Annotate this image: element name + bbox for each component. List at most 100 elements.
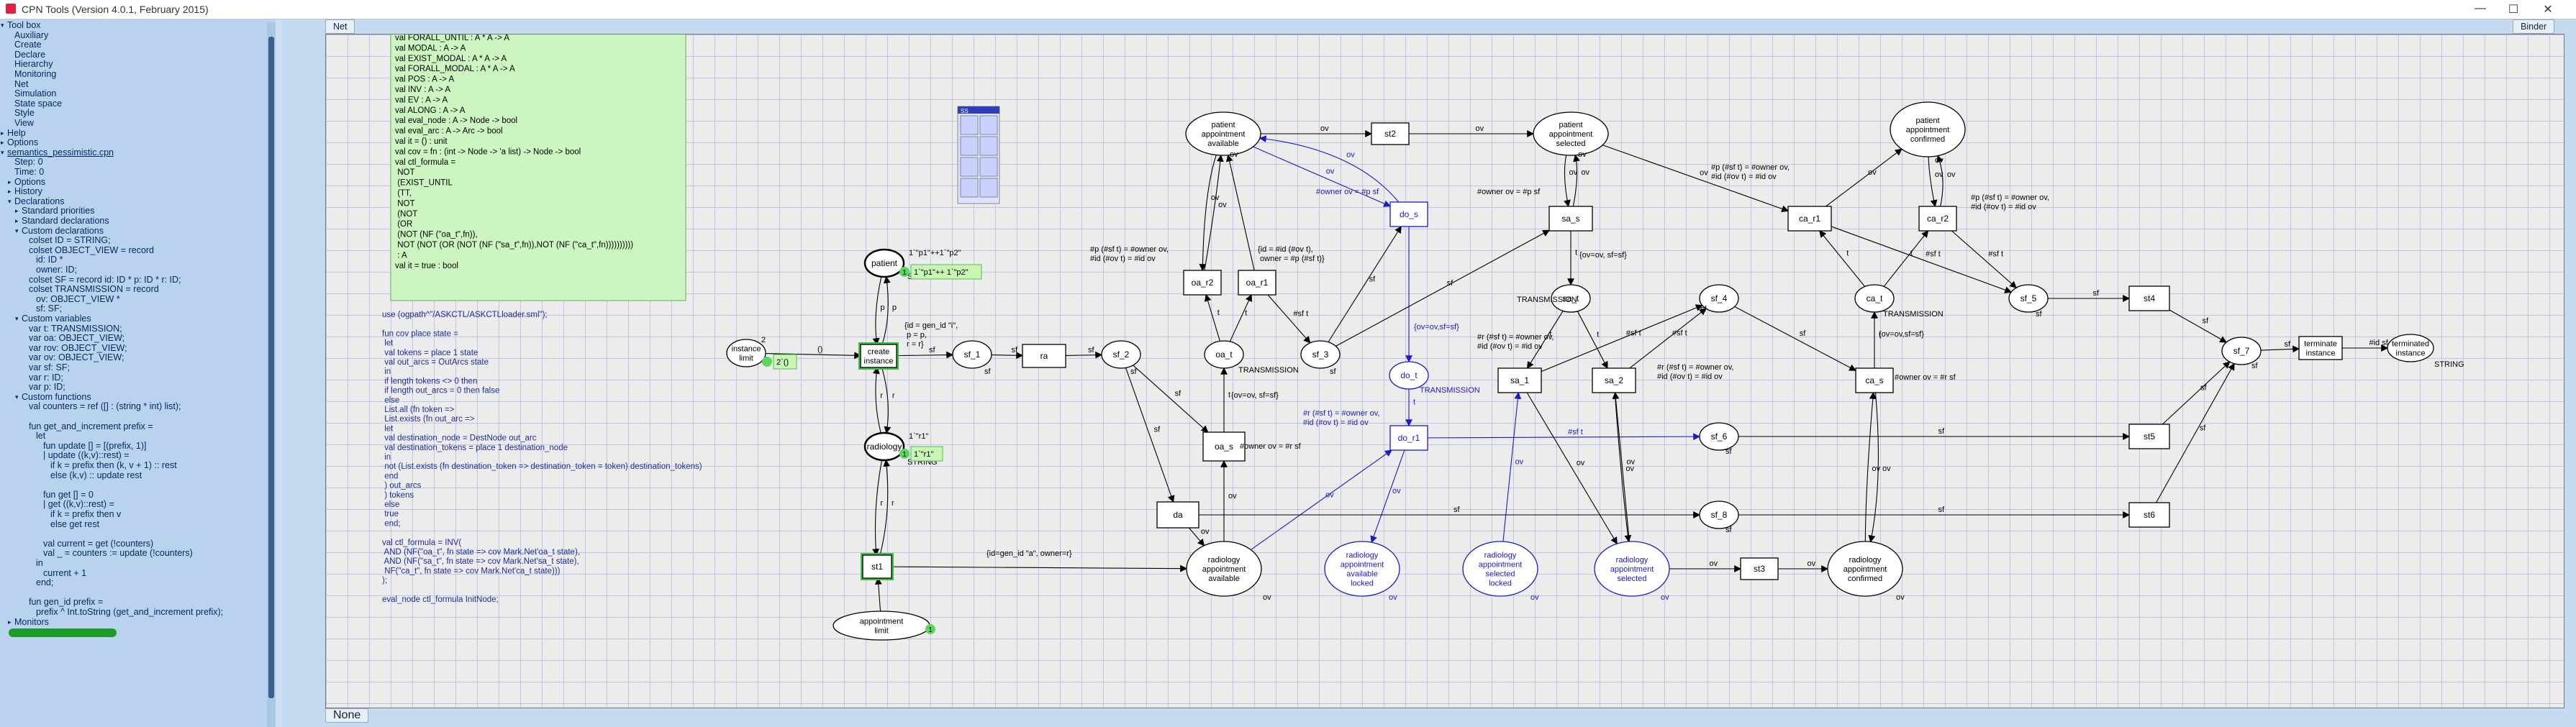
minimize-button[interactable]: —	[2475, 2, 2486, 14]
transition-ca_r2[interactable]: ca_r2	[1918, 206, 1957, 232]
arc[interactable]	[1370, 449, 1405, 544]
tree-item[interactable]: val counters = ref ([] : (string * int) …	[29, 401, 181, 412]
tree-item[interactable]: colset TRANSMISSION = record	[29, 284, 159, 295]
arc[interactable]	[1133, 365, 1209, 433]
arc[interactable]	[874, 577, 882, 612]
transition-oa_s[interactable]: oa_s	[1202, 431, 1246, 462]
arc[interactable]	[1951, 230, 2017, 288]
tree-item[interactable]: ov: OBJECT_VIEW *	[36, 293, 120, 304]
tree-item[interactable]: end;	[36, 577, 54, 588]
place-ca_t[interactable]: ca_t	[1854, 284, 1895, 313]
sidebar-scroll-thumb[interactable]	[268, 37, 274, 698]
arc[interactable]	[1541, 304, 1703, 372]
arc[interactable]	[1251, 449, 1392, 551]
tree-item[interactable]: var rov: OBJECT_VIEW;	[29, 342, 127, 353]
expand-right-icon[interactable]: ▸	[15, 207, 19, 215]
place-sa_t[interactable]: sa_t	[1551, 284, 1591, 313]
tree-item[interactable]: var t: TRANSMISSION;	[29, 323, 122, 334]
expand-down-icon[interactable]: ▾	[15, 315, 19, 322]
arc[interactable]	[1065, 351, 1103, 359]
tree-item[interactable]: Custom variables▾	[15, 314, 91, 324]
tree-item[interactable]: State space	[14, 98, 63, 109]
expand-down-icon[interactable]: ▾	[15, 393, 19, 401]
tab-net[interactable]: Net	[325, 19, 355, 34]
expand-right-icon[interactable]: ▸	[8, 188, 12, 196]
arc[interactable]	[1564, 155, 1571, 208]
arc[interactable]	[1734, 306, 1856, 371]
place-oa_t[interactable]: oa_t	[1204, 340, 1244, 369]
transition-oa_r2[interactable]: oa_r2	[1183, 270, 1222, 296]
place-sf_2[interactable]: sf_2	[1101, 340, 1141, 369]
tree-item[interactable]: | update ((k,v)::rest) =	[43, 450, 130, 461]
tab-none[interactable]: None	[325, 708, 369, 723]
tree-item[interactable]: val current = get (!counters)	[43, 538, 154, 549]
tree-item[interactable]: History▸	[8, 186, 42, 197]
arc[interactable]	[1229, 294, 1253, 342]
arc[interactable]	[1526, 392, 1618, 545]
arc[interactable]	[1602, 145, 1790, 213]
tree-item[interactable]: current + 1	[43, 567, 87, 578]
close-button[interactable]: ✕	[2543, 4, 2553, 16]
tree-item[interactable]: Simulation	[14, 88, 57, 99]
place-sf_5[interactable]: sf_5	[2008, 284, 2049, 313]
arc[interactable]	[1883, 230, 1929, 287]
tree-item[interactable]: colset ID = STRING;	[29, 235, 111, 246]
tree-item[interactable]: fun update [] = [(prefix, 1)]	[43, 440, 147, 451]
transition-st5[interactable]: st5	[2128, 424, 2170, 449]
arc[interactable]	[1826, 148, 1902, 207]
tree-item[interactable]: Time: 0	[14, 167, 45, 177]
arc[interactable]	[872, 276, 882, 346]
tool-palette[interactable]: SS	[957, 106, 1000, 204]
arc[interactable]	[1868, 392, 1879, 543]
arc[interactable]	[2162, 361, 2231, 425]
tree-item[interactable]: Declare	[14, 49, 46, 60]
arc[interactable]	[872, 366, 881, 434]
transition-oa_r1[interactable]: oa_r1	[1238, 270, 1276, 296]
tree-item[interactable]: var ov: OBJECT_VIEW;	[29, 352, 124, 363]
expand-right-icon[interactable]: ▸	[8, 618, 12, 626]
tree-item[interactable]: Tool box▾	[1, 20, 41, 30]
arc[interactable]	[891, 564, 1188, 572]
transition-sa_2[interactable]: sa_2	[1592, 367, 1636, 393]
transition-sa_1[interactable]: sa_1	[1497, 367, 1542, 393]
tree-item[interactable]: View	[14, 118, 34, 128]
place-sf_7[interactable]: sf_7	[2221, 337, 2262, 365]
place-do_t[interactable]: do_t	[1389, 361, 1429, 390]
place-patient[interactable]: patient	[863, 248, 905, 278]
tree-item[interactable]: else get rest	[50, 518, 100, 529]
arc[interactable]	[1188, 527, 1205, 547]
maximize-button[interactable]: ☐	[2508, 4, 2519, 16]
place-sf_8[interactable]: sf_8	[1699, 500, 1739, 529]
tree-item[interactable]: let	[36, 431, 46, 442]
arc[interactable]	[1629, 308, 1707, 369]
arc[interactable]	[872, 459, 883, 557]
transition-st4[interactable]: st4	[2128, 285, 2170, 311]
tree-item[interactable]: colset OBJECT_VIEW = record	[29, 244, 155, 255]
place-radiology[interactable]: radiology	[863, 431, 905, 462]
tree-item[interactable]: Help▸	[1, 127, 26, 138]
arc[interactable]	[1864, 391, 1877, 542]
tree-item[interactable]: Net	[14, 78, 29, 89]
tree-item[interactable]: if k = prefix then (k, v + 1) :: rest	[50, 460, 177, 470]
arc[interactable]	[1577, 311, 1608, 369]
tree-item[interactable]: colset SF = record id: ID * p: ID * r: I…	[29, 274, 181, 285]
tree-item[interactable]: var sf: SF;	[29, 362, 70, 372]
transition-ra[interactable]: ra	[1022, 344, 1066, 368]
arc[interactable]	[1612, 391, 1630, 542]
place-sf_1[interactable]: sf_1	[952, 340, 992, 369]
tab-binder[interactable]: Binder 0	[2513, 19, 2555, 45]
arc[interactable]	[765, 352, 862, 360]
arc[interactable]	[1253, 146, 1392, 207]
arc[interactable]	[1928, 156, 1938, 208]
expand-down-icon[interactable]: ▾	[1, 148, 4, 156]
expand-down-icon[interactable]: ▾	[1, 22, 4, 29]
tree-item[interactable]: Monitoring	[14, 69, 57, 79]
